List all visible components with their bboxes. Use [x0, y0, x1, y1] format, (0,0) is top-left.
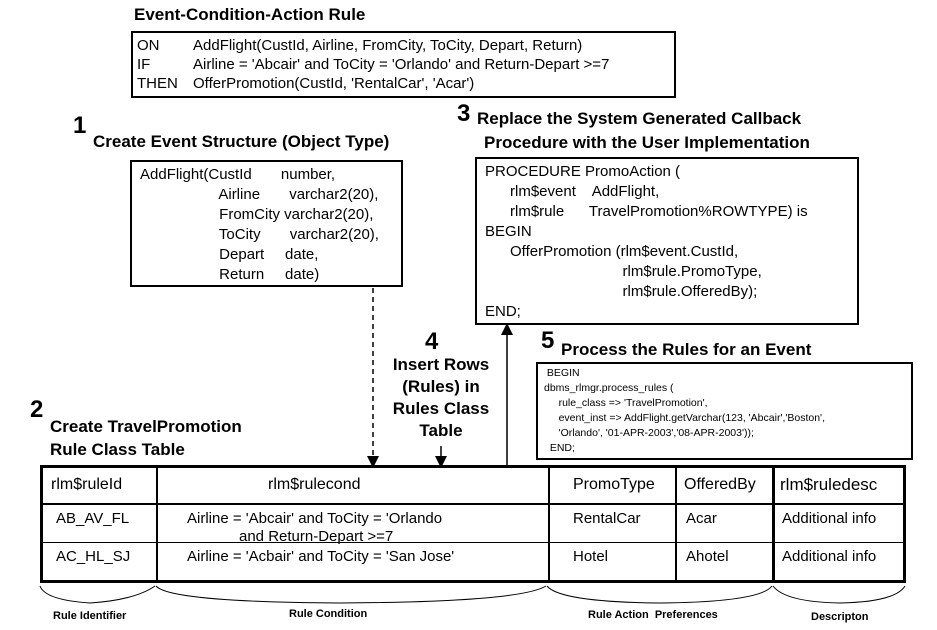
step5-number: 5 [541, 327, 555, 354]
event-line: FromCity varchar2(20), [140, 206, 374, 223]
step3-title-line2: Procedure with the User Implementation [484, 133, 810, 152]
row2-promo: Hotel [573, 548, 609, 565]
process-rules-box: BEGIN dbms_rlmgr.process_rules ( rule_cl… [536, 362, 913, 460]
column-divider [548, 468, 550, 580]
header-rule-desc: rlm$ruledesc [780, 475, 878, 494]
header-promo-type: PromoType [573, 476, 655, 493]
step3-number: 3 [457, 100, 471, 127]
procedure-line: rlm$rule.PromoType, [485, 263, 762, 280]
event-line: Return date) [140, 266, 320, 283]
brace-rule-action [546, 585, 773, 604]
procedure-box: PROCEDURE PromoAction ( rlm$event AddFli… [475, 157, 859, 325]
header-rule-cond: rlm$rulecond [268, 476, 361, 493]
step4-line: (Rules) in [402, 377, 480, 396]
event-structure-box: AddFlight(CustId number, Airline varchar… [130, 160, 403, 287]
step1-title: Create Event Structure (Object Type) [93, 132, 390, 151]
row2-offered: Ahotel [686, 548, 729, 565]
step4-line: Insert Rows [392, 355, 490, 374]
step2-title-line1: Create TravelPromotion [50, 417, 242, 436]
row2-id: AC_HL_SJ [56, 548, 131, 565]
step3-title-line1: Replace the System Generated Callback [477, 109, 802, 128]
row2-desc: Additional info [782, 548, 877, 565]
event-line: AddFlight(CustId number, [140, 166, 336, 183]
row1-cond-line2: and Return-Depart >=7 [239, 528, 394, 545]
step5-title: Process the Rules for an Event [561, 340, 812, 359]
row1-desc: Additional info [782, 510, 877, 527]
step2-number: 2 [30, 396, 44, 423]
row1-id: AB_AV_FL [56, 510, 130, 527]
eca-if-keyword: IF [137, 56, 151, 73]
header-offered-by: OfferedBy [684, 476, 756, 493]
step2-title-line2: Rule Class Table [50, 440, 185, 459]
step4-text: Insert Rows (Rules) in Rules Class Table [381, 354, 501, 442]
row1-promo: RentalCar [573, 510, 641, 527]
row-divider [43, 542, 903, 543]
step1-number: 1 [73, 112, 87, 139]
brace-rule-id [39, 585, 156, 604]
caption-rule-identifier: Rule Identifier [53, 610, 127, 622]
eca-on-keyword: ON [137, 37, 160, 54]
procedure-line: PROCEDURE PromoAction ( [485, 163, 681, 180]
process-line: dbms_rlmgr.process_rules ( [544, 382, 674, 394]
caption-rule-action: Rule Action Preferences [588, 609, 718, 621]
eca-box: ON AddFlight(CustId, Airline, FromCity, … [131, 31, 676, 98]
step4-number: 4 [425, 328, 439, 355]
procedure-line: rlm$event AddFlight, [485, 183, 660, 200]
eca-then-keyword: THEN [137, 75, 178, 92]
caption-description: Descripton [811, 611, 869, 623]
column-divider [675, 468, 677, 580]
eca-then-text: OfferPromotion(CustId, 'RentalCar', 'Aca… [193, 75, 475, 92]
caption-rule-condition: Rule Condition [289, 608, 368, 620]
eca-title: Event-Condition-Action Rule [134, 5, 366, 24]
event-line: ToCity varchar2(20), [140, 226, 379, 243]
row2-cond-line1: Airline = 'Acbair' and ToCity = 'San Jos… [187, 548, 455, 565]
procedure-line: rlm$rule TravelPromotion%ROWTYPE) is [485, 203, 808, 220]
process-line: rule_class => 'TravelPromotion', [544, 397, 708, 409]
event-line: Airline varchar2(20), [140, 186, 379, 203]
brace-rule-cond [155, 585, 547, 604]
process-line: 'Orlando', '01-APR-2003','08-APR-2003'))… [544, 427, 754, 439]
row1-offered: Acar [686, 510, 717, 527]
step4-line: Table [419, 421, 463, 440]
header-rule-id: rlm$ruleId [51, 476, 123, 493]
procedure-line: END; [485, 303, 521, 320]
column-divider [772, 468, 775, 580]
procedure-line: BEGIN [485, 223, 532, 240]
process-line: event_inst => AddFlight.getVarchar(123, … [544, 412, 825, 424]
procedure-line: rlm$rule.OfferedBy); [485, 283, 758, 300]
rule-class-table: rlm$ruleId rlm$rulecond PromoType Offere… [40, 465, 906, 583]
eca-if-text: Airline = 'Abcair' and ToCity = 'Orlando… [193, 56, 610, 73]
brace-description [772, 585, 906, 604]
event-line: Depart date, [140, 246, 319, 263]
row-divider [43, 503, 903, 505]
process-line: END; [544, 442, 575, 454]
row1-cond-line1: Airline = 'Abcair' and ToCity = 'Orlando [187, 510, 443, 527]
process-line: BEGIN [544, 367, 580, 379]
column-divider [156, 468, 158, 580]
step4-line: Rules Class [392, 399, 490, 418]
procedure-line: OfferPromotion (rlm$event.CustId, [485, 243, 739, 260]
eca-on-text: AddFlight(CustId, Airline, FromCity, ToC… [193, 37, 583, 54]
